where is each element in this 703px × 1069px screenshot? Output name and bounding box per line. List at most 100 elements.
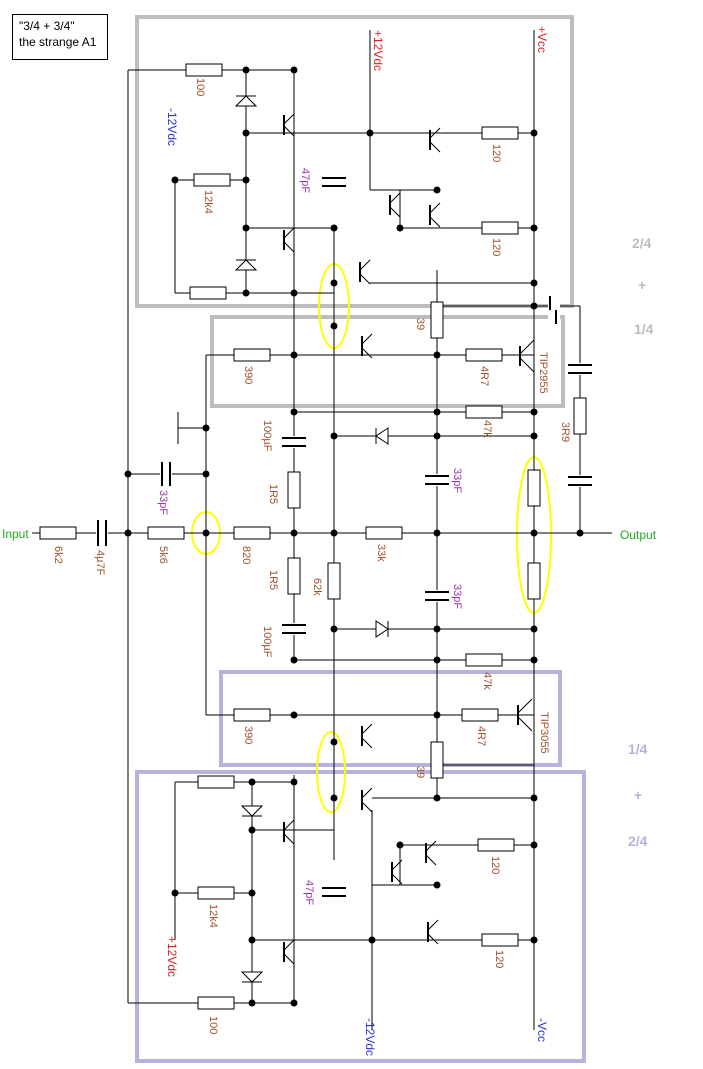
label-47pF-top: 47pF	[299, 168, 311, 193]
resistor-bias-bot	[197, 775, 235, 789]
resistors	[39, 63, 587, 1010]
diode-mid-top	[375, 427, 389, 445]
resistor-390-bot	[233, 708, 271, 722]
resistor-100-bot	[197, 996, 235, 1010]
capacitor-33pF-bot	[425, 590, 449, 602]
bottom-driver-frame	[219, 670, 562, 767]
transistor-q8	[361, 723, 373, 749]
label-33pF-in: 33pF	[157, 490, 169, 515]
supply-vcc-neg: -Vcc	[535, 1018, 549, 1042]
label-120-c: 120	[489, 856, 501, 874]
resistor-100-top	[185, 63, 223, 77]
resistor-39-top	[430, 301, 444, 339]
resistor-6k2	[39, 526, 77, 540]
title-line2: the strange A1	[19, 35, 97, 49]
transistor-q5	[429, 202, 441, 228]
top-block-frame	[135, 15, 574, 308]
resistor-390-top	[233, 348, 271, 362]
title-line1: "3/4 + 3/4"	[19, 19, 75, 33]
top-driver-frame	[210, 315, 565, 408]
transistor-q2	[283, 227, 295, 253]
resistor-4r7-bot	[461, 708, 499, 722]
supply-vcc-pos: +Vcc	[535, 26, 549, 53]
transistor-q3	[429, 127, 441, 153]
capacitors	[96, 176, 592, 898]
fraction-bottom-plus: +	[634, 787, 642, 803]
transistor-q4	[389, 192, 401, 218]
label-tip3055: TIP3055	[538, 712, 550, 754]
supply-12v-pos-bottom: +12Vdc	[165, 936, 179, 977]
label-12k4-top: 12k4	[202, 190, 214, 214]
resistor-1r5-bot	[287, 557, 301, 595]
label-100uF-top: 100µF	[261, 420, 273, 452]
fraction-top-plus: +	[638, 277, 646, 293]
resistor-62k	[327, 562, 341, 600]
transistor-tip2955	[519, 339, 535, 373]
label-47k-bot: 47k	[481, 672, 493, 690]
junctions	[124, 66, 584, 1007]
capacitor-33pF-in	[160, 462, 172, 486]
fraction-bottom-1-4: 1/4	[628, 741, 648, 757]
supply-12v-neg-top: -12Vdc	[165, 108, 179, 146]
capacitor-47pF-bot	[322, 886, 346, 898]
label-100-bot: 100	[207, 1016, 219, 1034]
bottom-block-frame	[135, 770, 586, 1063]
output-label: Output	[620, 528, 657, 542]
label-33k: 33k	[375, 544, 387, 562]
diode-bot-2	[240, 971, 264, 983]
resistor-120-c	[477, 838, 515, 852]
resistor-3r9	[573, 397, 587, 435]
capacitor-zobel-top	[568, 363, 592, 375]
supply-12v-pos-top: +12Vdc	[371, 30, 385, 71]
resistor-39-bot	[430, 741, 444, 779]
label-tip2955: TIP2955	[537, 352, 549, 394]
diode-top-2	[234, 259, 258, 271]
resistor-12k4-bot	[197, 886, 235, 900]
label-3r9: 3R9	[559, 422, 571, 442]
input-label: Input	[2, 527, 29, 541]
label-820: 820	[240, 546, 252, 564]
resistor-120-d	[481, 933, 519, 947]
resistor-out-bot	[527, 562, 541, 600]
fraction-top-1-4: 1/4	[634, 321, 654, 337]
highlight-bottom-bias	[316, 731, 346, 813]
label-6k2: 6k2	[52, 546, 64, 564]
resistor-820	[233, 526, 271, 540]
transistor-q7	[361, 333, 373, 359]
title-box: "3/4 + 3/4" the strange A1	[12, 14, 108, 60]
diode-mid-bot	[375, 620, 389, 638]
label-39-bot: 39	[414, 766, 426, 778]
capacitor-output-top	[548, 296, 560, 324]
supply-12v-neg-bottom: -12Vdc	[363, 1018, 377, 1056]
transistor-q10	[283, 819, 295, 845]
label-33pF-bot: 33pF	[451, 584, 463, 609]
label-5k6: 5k6	[157, 546, 169, 564]
capacitor-47pF-top	[322, 176, 346, 188]
resistor-47k-top	[465, 405, 503, 419]
label-1r5-top: 1R5	[267, 484, 279, 504]
transistor-q14	[283, 939, 295, 965]
transistor-q12	[391, 859, 403, 885]
label-4u7: 4µ7F	[94, 550, 106, 576]
label-33pF-top: 33pF	[451, 468, 463, 493]
resistor-33k	[365, 526, 403, 540]
label-120-a: 120	[490, 144, 502, 162]
resistor-120-a	[481, 126, 519, 140]
resistor-out-top	[527, 469, 541, 507]
label-120-b: 120	[490, 238, 502, 256]
transistors	[283, 113, 535, 965]
transistor-q6	[359, 259, 371, 285]
label-47pF-bot: 47pF	[303, 880, 315, 905]
resistor-4r7-top	[465, 348, 503, 362]
fraction-top-2-4: 2/4	[632, 235, 652, 251]
resistor-5k6	[147, 526, 185, 540]
resistor-12k4-top	[193, 173, 231, 187]
fraction-bottom-2-4: 2/4	[628, 833, 648, 849]
diode-top-1	[234, 95, 258, 107]
transistor-q13	[427, 919, 439, 945]
label-4r7-bot: 4R7	[475, 726, 487, 746]
resistor-47k-bot	[465, 653, 503, 667]
transistor-tip3055	[517, 698, 533, 732]
transistor-q1	[283, 113, 295, 137]
